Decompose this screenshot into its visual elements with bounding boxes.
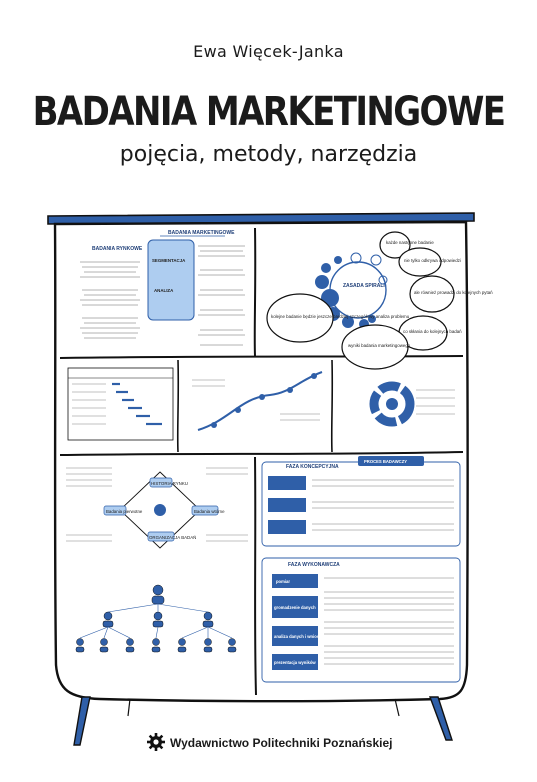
panel-research-process: PROCES BADAWCZY FAZA KONCEPCYJNA FAZA WY…	[261, 456, 461, 683]
svg-text:ANALIZA: ANALIZA	[154, 288, 174, 293]
bubble-5: wyniki badania marketingowego	[348, 343, 411, 348]
bubble-1: każde następne badanie	[386, 240, 434, 245]
book-title: BADANIA MARKETINGOWE	[32, 88, 506, 136]
publisher-name: Wydawnictwo Politechniki Poznańskiej	[170, 736, 393, 750]
svg-text:SEGMENTACJA: SEGMENTACJA	[152, 258, 186, 263]
author-name: Ewa Więcek-Janka	[193, 42, 344, 61]
panel-donut	[369, 381, 455, 427]
phase-2-label: FAZA WYKONAWCZA	[288, 562, 340, 568]
phase-2-box-1: pomiar	[276, 579, 290, 584]
tl-left-heading: BADANIA RYNKOWE	[92, 246, 143, 252]
phase-1-label: FAZA KONCEPCYJNA	[286, 464, 339, 470]
panel-gantt	[67, 367, 174, 441]
panel-roadmap	[192, 371, 323, 431]
panel-research-organization: Badania pierwotne Badania wtórne ORGANIZ…	[66, 467, 248, 653]
bl-box-4: HISTORIA RYNKU	[151, 481, 188, 486]
phase-2-box-4: prezentacja wyników	[274, 660, 316, 665]
phase-2-box-3: analiza danych i wnioskowanie	[274, 634, 336, 639]
bubble-2: nie tylko odkrywa odpowiedzi	[404, 258, 461, 263]
tl-header: BADANIA MARKETINGOWE	[168, 230, 235, 236]
book-subtitle: pojęcia, metody, narzędzia	[119, 142, 418, 167]
panel-spiral: ZASADA SPIRALI każde następne badanie ni…	[266, 231, 493, 370]
bubble-3: ale również prowadzi do kolejnych pytań	[414, 290, 493, 295]
bl-box-1: Badania pierwotne	[106, 509, 143, 514]
bl-box-2: Badania wtórne	[194, 509, 225, 514]
bubble-4: co skłania do kolejnych badań	[403, 329, 462, 334]
panel-marketing-research: BADANIA MARKETINGOWE BADANIA RYNKOWE SEG…	[80, 230, 245, 346]
phase-2-box-2: gromadzenie danych	[274, 605, 316, 610]
process-header: PROCES BADAWCZY	[364, 459, 407, 464]
publisher-logo-gear-icon	[147, 733, 165, 751]
bl-box-3: ORGANIZACJA BADAŃ	[149, 535, 196, 540]
spiral-label: ZASADA SPIRALI	[343, 283, 385, 289]
bubble-6: kolejne badanie będzie jeszcze bardziej …	[271, 314, 410, 319]
